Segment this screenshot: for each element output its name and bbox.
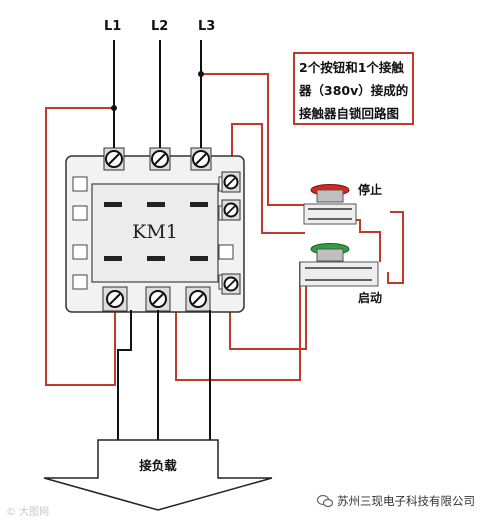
load-lines <box>117 310 211 440</box>
stop-button <box>303 184 357 225</box>
watermark-right: 苏州三现电子科技有限公司 <box>317 492 475 510</box>
load-label: 接负载 <box>139 458 177 473</box>
start-button-label: 启动 <box>358 290 382 305</box>
watermark-left: © 大图网 <box>6 507 50 518</box>
load-arrow <box>43 439 273 511</box>
diagram-note: 2个按钮和1个接触 器（380v）接成的 接触器自锁回路图 <box>293 52 414 125</box>
bottom-terminals <box>102 286 211 312</box>
start-button <box>299 243 379 287</box>
phase-label-l3: L3 <box>198 19 215 34</box>
contactor-label: KM1 <box>132 221 178 243</box>
note-line-2: 器（380v）接成的 <box>299 83 409 98</box>
phase-label-l1: L1 <box>104 19 121 34</box>
stop-button-label: 停止 <box>358 182 382 197</box>
company-name: 苏州三现电子科技有限公司 <box>337 494 475 508</box>
note-line-1: 2个按钮和1个接触 <box>299 60 404 75</box>
wire-junctions <box>111 71 204 111</box>
note-line-3: 接触器自锁回路图 <box>299 106 400 121</box>
top-terminals <box>103 147 241 295</box>
phase-label-l2: L2 <box>151 19 168 34</box>
power-supply-lines <box>113 40 202 150</box>
wechat-icon <box>317 494 333 508</box>
